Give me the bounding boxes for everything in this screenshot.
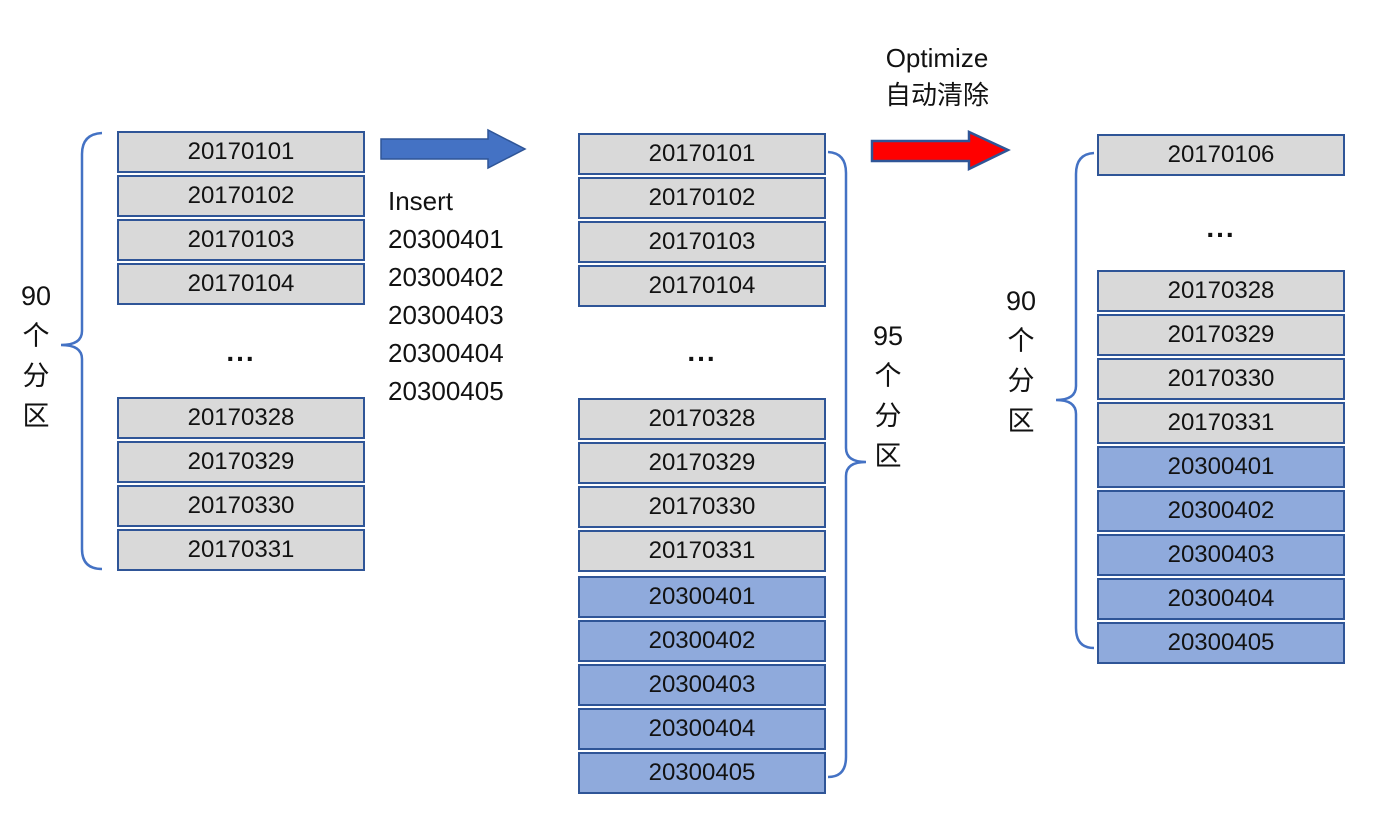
label-line: 95 bbox=[872, 321, 904, 351]
partition-box: 20170328 bbox=[1097, 270, 1345, 312]
new-partition-box: 20300401 bbox=[1097, 446, 1345, 488]
insert-line: 20300402 bbox=[388, 262, 504, 292]
label-line: 90 bbox=[20, 281, 52, 311]
new-partition-box: 20300405 bbox=[578, 752, 826, 794]
partition-box: 20170102 bbox=[578, 177, 826, 219]
optimize-line: Optimize bbox=[885, 43, 989, 73]
optimize-line: 自动清除 bbox=[884, 80, 989, 110]
new-partition-box: 20300405 bbox=[1097, 622, 1345, 664]
right-brace bbox=[1055, 151, 1095, 650]
partition-box: 20170331 bbox=[578, 530, 826, 572]
new-partition-box: 20300404 bbox=[1097, 578, 1345, 620]
optimize-action-label: Optimize 自动清除 bbox=[852, 40, 1022, 114]
insert-line: Insert bbox=[388, 186, 454, 216]
partition-box: 20170329 bbox=[117, 441, 365, 483]
partition-box: 20170102 bbox=[117, 175, 365, 217]
after-insert-partition-count-label: 95 个分区 bbox=[866, 316, 910, 476]
insert-line: 20300401 bbox=[388, 224, 504, 254]
new-partition-box: 20300403 bbox=[578, 664, 826, 706]
insert-line: 20300404 bbox=[388, 338, 504, 368]
insert-arrow-icon bbox=[380, 128, 527, 170]
after-optimize-top-partition-stack: 20170106 bbox=[1097, 134, 1345, 178]
partition-box: 20170328 bbox=[578, 398, 826, 440]
label-line: 区 bbox=[1007, 406, 1035, 436]
after-insert-ellipsis: ... bbox=[687, 336, 717, 367]
partition-box: 20170330 bbox=[117, 485, 365, 527]
optimize-arrow-icon bbox=[870, 130, 1011, 171]
left-brace bbox=[60, 131, 103, 571]
label-line: 90 bbox=[1005, 286, 1037, 316]
partition-box: 20170331 bbox=[117, 529, 365, 571]
label-line: 分 bbox=[874, 401, 902, 431]
label-line: 个 bbox=[1007, 326, 1035, 356]
new-partition-box: 20300404 bbox=[578, 708, 826, 750]
before-ellipsis: ... bbox=[226, 336, 256, 367]
label-line: 区 bbox=[22, 401, 50, 431]
new-partition-box: 20300403 bbox=[1097, 534, 1345, 576]
label-line: 分 bbox=[1007, 366, 1035, 396]
partition-box: 20170101 bbox=[117, 131, 365, 173]
partition-box: 20170329 bbox=[578, 442, 826, 484]
partition-box: 20170104 bbox=[578, 265, 826, 307]
insert-line: 20300403 bbox=[388, 300, 504, 330]
before-partition-count-label: 90 个分区 bbox=[14, 276, 58, 436]
after-optimize-partition-count-label: 90 个分区 bbox=[999, 281, 1043, 441]
partition-box: 20170330 bbox=[578, 486, 826, 528]
middle-brace bbox=[827, 150, 867, 779]
partition-box: 20170104 bbox=[117, 263, 365, 305]
partition-box: 20170328 bbox=[117, 397, 365, 439]
new-partition-box: 20300402 bbox=[1097, 490, 1345, 532]
partition-box: 20170103 bbox=[578, 221, 826, 263]
partition-box: 20170330 bbox=[1097, 358, 1345, 400]
new-partition-box: 20300402 bbox=[578, 620, 826, 662]
partition-box: 20170106 bbox=[1097, 134, 1345, 176]
label-line: 分 bbox=[22, 361, 50, 391]
new-partition-box: 20300401 bbox=[578, 576, 826, 618]
insert-line: 20300405 bbox=[388, 376, 504, 406]
partition-box: 20170331 bbox=[1097, 402, 1345, 444]
partition-box: 20170329 bbox=[1097, 314, 1345, 356]
label-line: 区 bbox=[874, 441, 902, 471]
insert-action-label: Insert 20300401 20300402 20300403 20300404 20… bbox=[388, 182, 504, 410]
partition-box: 20170101 bbox=[578, 133, 826, 175]
label-line: 个 bbox=[22, 321, 50, 351]
after-optimize-ellipsis: ... bbox=[1206, 212, 1236, 243]
label-line: 个 bbox=[874, 361, 902, 391]
partition-box: 20170103 bbox=[117, 219, 365, 261]
